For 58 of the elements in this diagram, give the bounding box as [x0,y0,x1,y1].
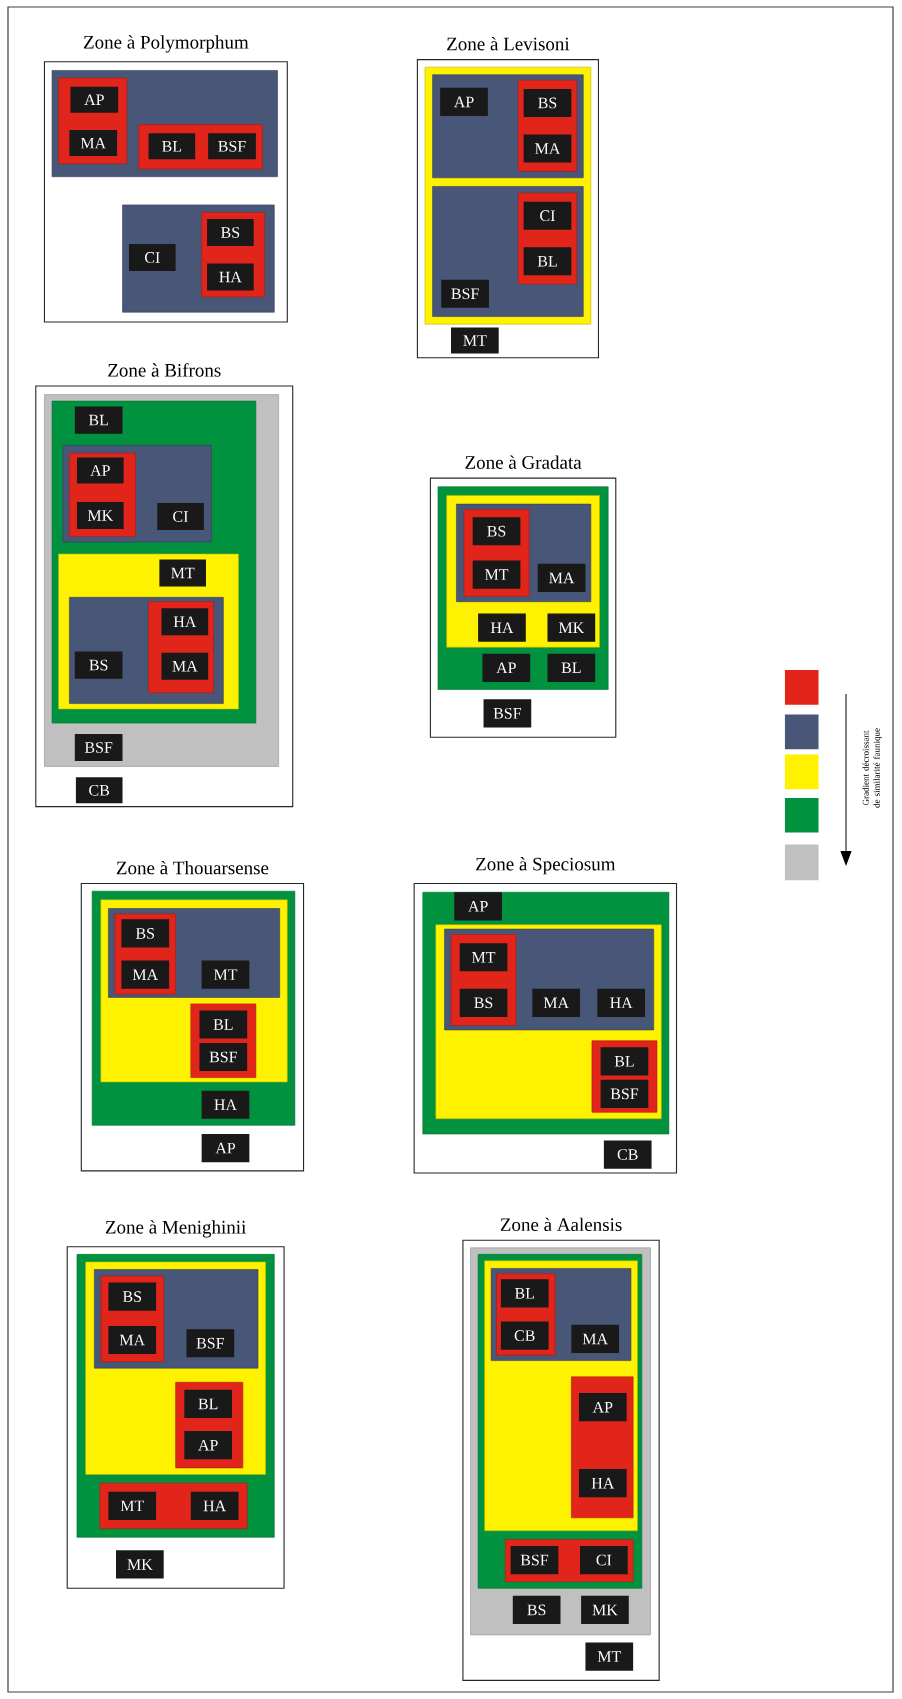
code-label: MT [451,327,499,354]
code-label: BS [472,517,521,546]
code-label: MA [523,134,572,163]
code-label: CB [75,777,123,804]
code-label: MA [108,1325,157,1355]
code-label: AP [201,1134,250,1163]
code-label: BL [148,133,196,160]
code-label: AP [454,892,502,921]
code-label: BSF [483,699,532,728]
code-label: MT [472,560,521,589]
code-label: HA [578,1469,627,1498]
code-label: BL [547,653,596,682]
code-label: BL [184,1389,232,1419]
code-label: CI [157,503,204,531]
zone-title: Zone à Polymorphum [83,35,249,53]
zone-title: Zone à Bifrons [108,363,221,377]
code-label: BS [207,219,254,247]
code-label: AP [482,653,531,682]
code-label: BS [108,1282,157,1311]
code-label: MK [547,613,596,642]
code-label: MK [581,1595,629,1625]
code-label: BSF [208,133,256,160]
code-label: HA [207,263,254,291]
code-label: BL [500,1279,549,1308]
code-label: BSF [199,1042,248,1072]
code-label: CI [129,243,176,271]
zone-title: Zone à Speciosum [476,857,616,875]
code-label: CI [580,1545,628,1575]
code-label: AP [440,87,488,116]
zone-title: Zone à Levisoni [447,37,570,51]
code-label: CB [603,1140,652,1169]
code-label: MT [585,1642,634,1671]
gradient-label: Gradient décroissant de similarité faunique [862,728,882,808]
zone-title: Zone à Thouarsense [116,860,269,875]
code-label: AP [184,1431,232,1460]
code-label: BS [121,919,170,948]
code-label: AP [70,86,119,113]
code-label: MA [69,130,118,157]
code-label: MT [459,943,508,972]
zone-title: Zone à Menighinii [105,1220,246,1238]
zone-title: Zone à Aalensis [500,1217,622,1232]
code-label: AP [578,1393,627,1422]
code-label: MK [116,1550,164,1579]
code-label: HA [161,608,209,636]
code-label: HA [597,988,646,1017]
code-label: MA [121,960,170,989]
zone-title: Zone à Gradata [465,455,582,469]
code-label: MA [571,1324,620,1353]
code-label: MT [108,1491,157,1520]
code-label: BL [523,247,572,276]
code-label: AP [77,457,124,484]
code-label: MA [532,988,580,1017]
code-label: BSF [441,279,489,308]
code-label: BL [600,1047,649,1076]
code-label: MT [159,559,206,587]
code-label: BL [199,1010,248,1039]
code-label: BSF [186,1329,235,1358]
code-label: HA [478,613,526,642]
